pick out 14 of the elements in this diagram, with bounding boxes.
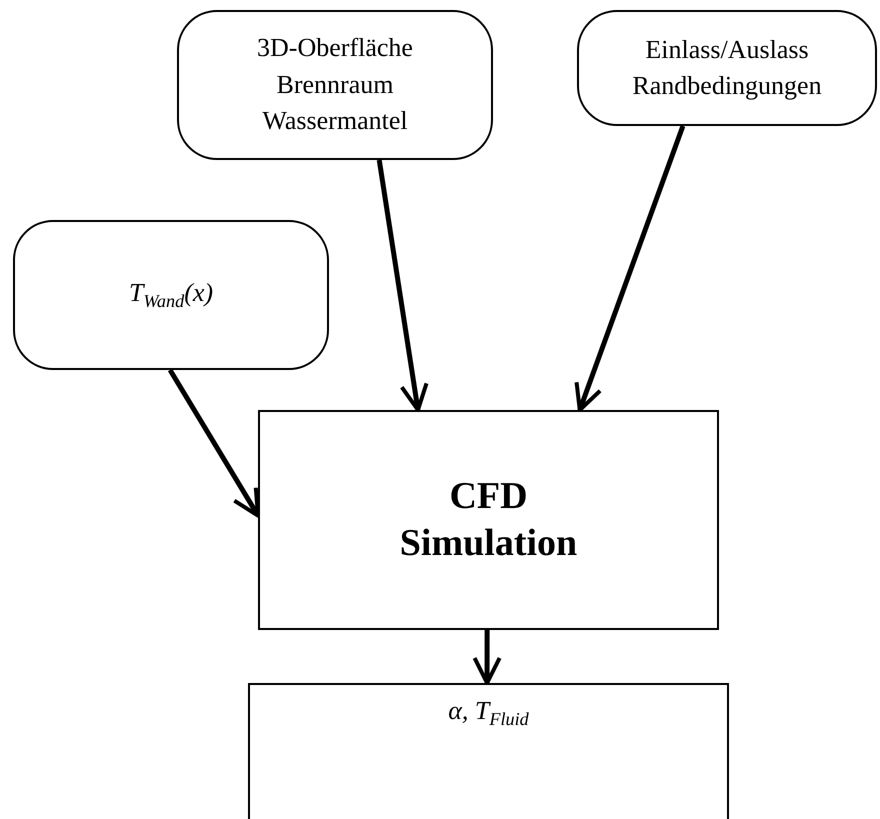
input-box — [177, 10, 493, 160]
arrow — [168, 368, 260, 518]
arrow — [376, 160, 428, 412]
box-text: CFD Simulation — [398, 474, 578, 566]
formula-text: α, T$_{Fluid}$ — [448, 695, 529, 732]
box-text: 3D-Oberfläche Brennraum Wassermantel — [256, 32, 414, 138]
input-box — [577, 10, 877, 126]
process-box — [258, 410, 719, 630]
arrow — [472, 630, 502, 685]
arrow — [574, 125, 686, 412]
box-text: Einlass/Auslass Randbedingungen — [631, 34, 823, 102]
formula-box — [248, 683, 729, 819]
formula-box — [13, 220, 329, 370]
formula-text: T$_{Wand}$(x) — [128, 277, 214, 314]
